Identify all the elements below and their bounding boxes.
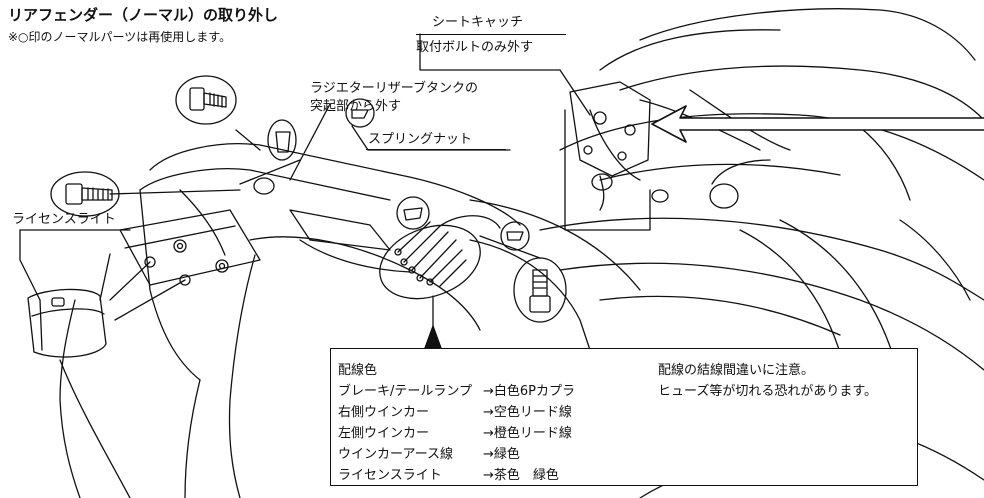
wiring-row: 左側ウインカー →橙色リード線 [338,423,575,444]
wiring-color: →橙色リード線 [483,426,572,441]
wiring-callout-box [330,348,918,486]
wiring-color-table: 配線色 ブレーキ/テールランプ →白色6Pカプラ 右側ウインカー →空色リード線… [338,360,575,486]
page-title: リアフェンダー（ノーマル）の取り外し [8,6,279,24]
spring-nut-label: スプリングナット [368,132,473,147]
wiring-row: ブレーキ/テールランプ →白色6Pカプラ [338,381,575,402]
leader-lines [19,33,591,349]
radiator-tank-label-line2: 突起部から外す [310,99,402,114]
wiring-part: ライセンスライト [338,468,442,483]
wiring-part: ブレーキ/テールランプ [338,384,472,399]
seat-catch-callout: シートキャッチ 取付ボルトのみ外す [412,14,568,58]
bolt-left [50,171,120,217]
wiring-row: 右側ウインカー →空色リード線 [338,402,575,423]
seat-catch-note: 取付ボルトのみ外す [416,40,534,55]
seat-catch-label: シートキャッチ [432,15,524,30]
wiring-part: 左側ウインカー [338,426,430,441]
wiring-warning-line1: 配線の結線間違いに注意。 [658,363,815,378]
seat-catch [564,81,771,231]
bolt-right [513,257,567,323]
radiator-tank-label-line1: ラジエターリザーブタンクの [310,81,478,96]
wiring-warning: 配線の結線間違いに注意。 ヒューズ等が切れる恐れがあります。 [658,360,877,402]
wire-harness [379,215,501,300]
license-light [27,288,107,358]
wiring-callout-inner [646,404,648,484]
wiring-pointer [424,325,442,349]
wiring-color: →茶色 緑色 [483,468,559,483]
wiring-row: ライセンスライト →茶色 緑色 [338,465,575,486]
wiring-color: →緑色 [483,447,520,462]
rear-fender-outline [59,143,641,498]
clip-right [500,221,530,251]
wiring-warning-line2: ヒューズ等が切れる恐れがあります。 [658,384,878,399]
seat-catch-underline [416,34,566,35]
spring-nut-icon [345,98,375,128]
reuse-note: ※○印のノーマルパーツは再使用します。 [8,30,232,44]
seat-catch-arrow [651,105,984,143]
wiring-part: 右側ウインカー [338,405,430,420]
wiring-row: ウインカーアース線 →緑色 [338,444,575,465]
license-bracket [109,239,229,321]
wiring-color: →空色リード線 [483,405,572,420]
wiring-heading: 配線色 [338,363,378,378]
clip-mid [396,196,430,230]
license-light-label: ライセンスライト [12,212,116,227]
bolt-top [175,75,237,125]
wiring-part: ウインカーアース線 [338,447,454,462]
spring-nut-underline [366,149,506,150]
wiring-color: →白色6Pカプラ [483,384,576,399]
mount-collar [239,119,301,195]
